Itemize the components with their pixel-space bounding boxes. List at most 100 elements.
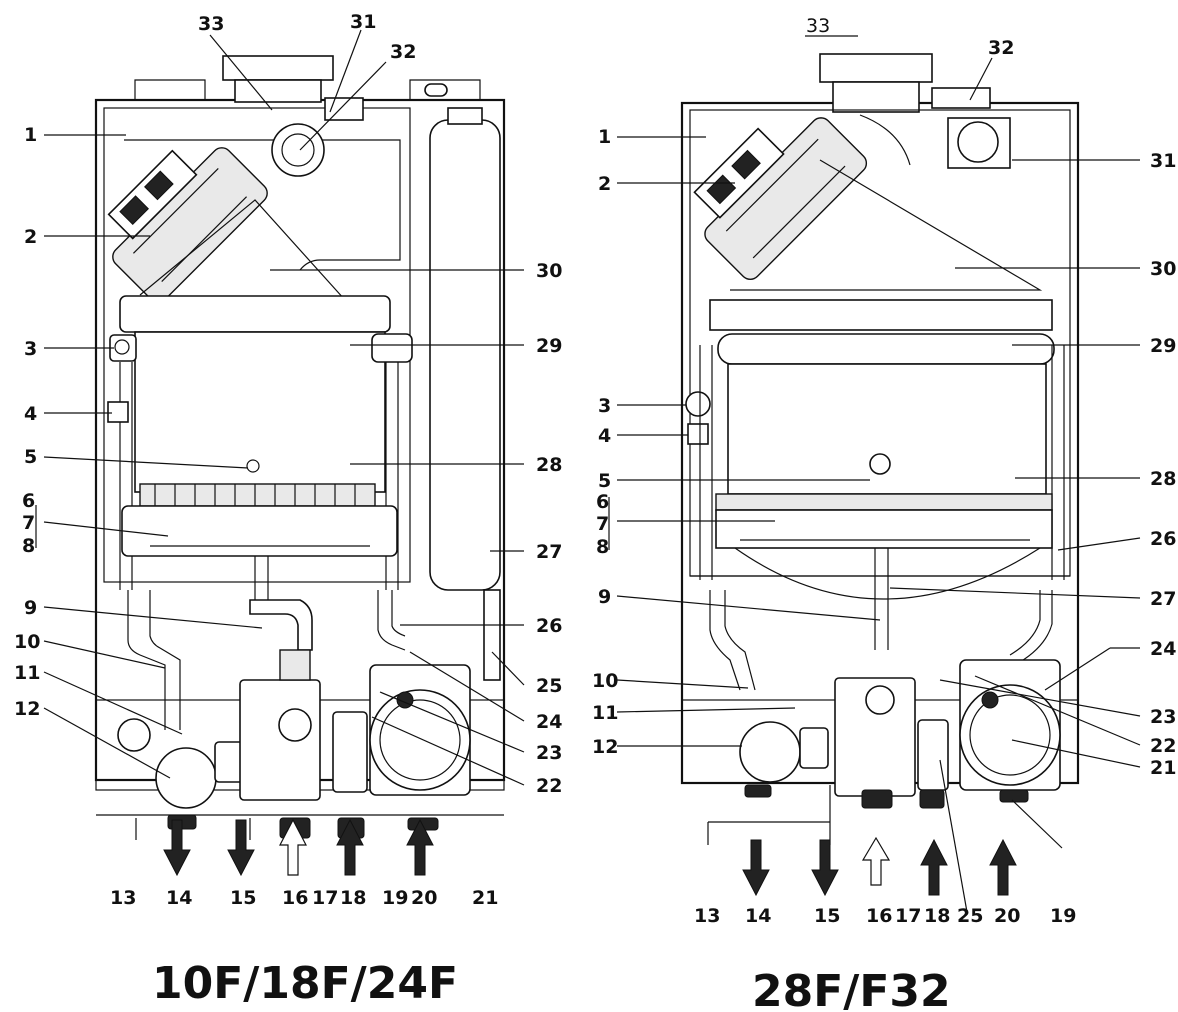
left-arrow-18 — [336, 818, 364, 876]
left-pipe-10 — [127, 590, 181, 730]
right-label-23: 23 — [1150, 706, 1176, 728]
left-label-13: 13 — [110, 887, 136, 909]
left-flow-arrows — [163, 818, 434, 877]
left-label-16: 16 — [282, 887, 308, 909]
right-burner-manifold — [715, 493, 1053, 511]
left-label-18: 18 — [340, 887, 366, 909]
right-side-pipe-left — [699, 345, 713, 580]
right-leader-lines — [608, 35, 1141, 913]
left-label-31: 31 — [350, 11, 376, 33]
right-flue-outlet — [819, 53, 933, 83]
right-label-9: 9 — [598, 586, 611, 608]
right-label-11: 11 — [592, 702, 618, 724]
left-electrode — [246, 459, 260, 473]
right-expansion-vessel — [734, 547, 1041, 600]
right-label-12: 12 — [592, 736, 618, 758]
left-fan-assembly — [107, 147, 268, 303]
right-label-15: 15 — [814, 905, 840, 927]
right-label-21: 21 — [1150, 757, 1176, 779]
left-burner-injectors — [154, 484, 356, 506]
right-burner — [715, 509, 1053, 549]
right-label-33: 33 — [806, 15, 830, 37]
right-label-13: 13 — [694, 905, 720, 927]
left-label-12: 12 — [14, 698, 40, 720]
left-pump — [155, 747, 217, 809]
left-arrow-14 — [163, 819, 191, 877]
right-label-31: 31 — [1150, 150, 1176, 172]
left-bracket-right — [409, 79, 481, 100]
left-expansion-vessel — [429, 119, 501, 591]
left-label-19: 19 — [382, 887, 408, 909]
right-label-30: 30 — [1150, 258, 1176, 280]
left-boiler — [94, 55, 506, 840]
left-label-29: 29 — [536, 335, 562, 357]
left-model-title: 10F/18F/24F — [152, 958, 458, 1009]
left-pipe-25 — [483, 589, 501, 681]
right-pipe-10 — [709, 590, 756, 691]
left-leader-lines — [35, 29, 525, 786]
left-label-1: 1 — [24, 124, 37, 146]
right-label-8: 8 — [596, 536, 609, 558]
left-label-10: 10 — [14, 631, 40, 653]
right-label-14: 14 — [745, 905, 771, 927]
right-flow-arrows — [742, 836, 1017, 897]
right-pipe-24 — [1009, 590, 1053, 663]
right-electrode — [869, 453, 891, 475]
right-arrow-14 — [742, 839, 770, 897]
left-gas-valve — [239, 679, 321, 801]
left-fan-hood — [139, 199, 346, 301]
right-label-22: 22 — [1150, 735, 1176, 757]
right-label-32: 32 — [988, 37, 1014, 59]
right-label-6: 6 — [596, 491, 609, 513]
right-label-27: 27 — [1150, 588, 1176, 610]
right-heat-exchanger — [727, 363, 1047, 495]
right-heat-exchanger-top — [709, 299, 1053, 331]
right-label-25: 25 — [957, 905, 983, 927]
left-label-20: 20 — [411, 887, 437, 909]
right-side-pipe-right — [1051, 345, 1065, 580]
right-label-24: 24 — [1150, 638, 1176, 660]
right-label-4: 4 — [598, 425, 611, 447]
right-boiler — [680, 53, 1080, 845]
left-safety-valve — [332, 711, 368, 793]
left-label-11: 11 — [14, 662, 40, 684]
left-label-32: 32 — [390, 41, 416, 63]
right-ntc-sensor — [687, 423, 709, 445]
right-fan-assembly — [693, 117, 868, 280]
left-label-9: 9 — [24, 597, 37, 619]
left-pressure-gauge — [117, 718, 151, 752]
right-label-5: 5 — [598, 470, 611, 492]
left-label-14: 14 — [166, 887, 192, 909]
right-gas-pipe — [874, 548, 889, 650]
left-pipe-26 — [377, 590, 406, 651]
left-label-23: 23 — [536, 742, 562, 764]
right-model-title: 28F/F32 — [752, 966, 951, 1012]
left-flue-outlet — [222, 55, 334, 81]
right-heat-exchanger-tube — [717, 333, 1055, 365]
left-label-26: 26 — [536, 615, 562, 637]
left-gas-pipe — [254, 556, 269, 600]
right-hood — [730, 114, 1043, 291]
right-pump — [739, 721, 801, 783]
left-label-5: 5 — [24, 446, 37, 468]
right-label-16: 16 — [866, 905, 892, 927]
left-burner — [121, 505, 398, 557]
right-label-1: 1 — [598, 126, 611, 148]
left-bracket-left — [134, 79, 206, 100]
right-label-2: 2 — [598, 173, 611, 195]
left-heat-exchanger — [134, 331, 386, 493]
right-arrow-20 — [989, 838, 1017, 896]
right-label-28: 28 — [1150, 468, 1176, 490]
right-label-29: 29 — [1150, 335, 1176, 357]
right-label-10: 10 — [592, 670, 618, 692]
right-label-26: 26 — [1150, 528, 1176, 550]
left-label-21: 21 — [472, 887, 498, 909]
left-label-2: 2 — [24, 226, 37, 248]
left-label-15: 15 — [230, 887, 256, 909]
right-arrow-16 — [861, 836, 891, 886]
left-label-27: 27 — [536, 541, 562, 563]
left-heat-exchanger-top — [119, 295, 391, 333]
left-hanger-slot — [424, 83, 448, 97]
left-labels: 1 2 3 4 5 6 7 8 9 10 11 12 13 14 15 16 1… — [14, 11, 562, 909]
left-pressure-switch-dial — [271, 123, 325, 177]
